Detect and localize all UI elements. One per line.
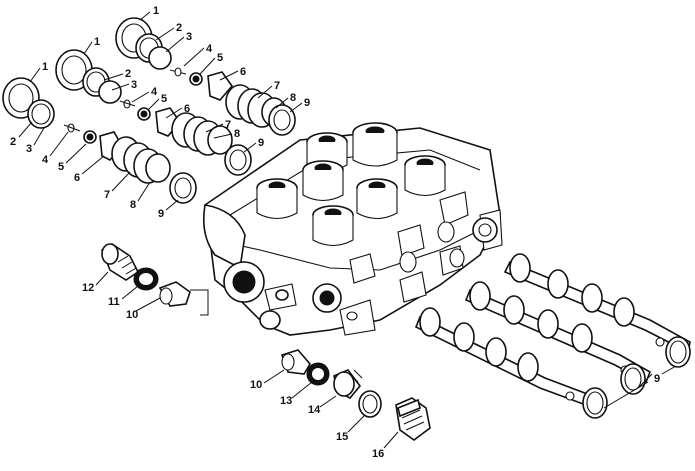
seal-ring-9-right-2	[620, 363, 646, 395]
port-boss-5	[256, 178, 298, 220]
callout-16: 16	[372, 448, 384, 460]
port-boss-4	[404, 155, 446, 197]
port-boss-2	[352, 122, 398, 167]
callout-4-c: 4	[42, 154, 49, 166]
callout-5-a: 5	[217, 52, 223, 64]
callout-10-b: 10	[250, 379, 262, 391]
callout-1-a: 1	[153, 5, 159, 17]
o-ring-13	[306, 362, 330, 386]
valve-body	[202, 122, 503, 336]
body-end-face	[202, 204, 358, 330]
callout-5-b: 5	[161, 93, 167, 105]
seal-ring-9-right-3	[582, 387, 608, 419]
port-boss-3	[302, 160, 344, 202]
plug-16	[395, 397, 431, 441]
callout-6-b: 6	[184, 103, 190, 115]
callout-3-c: 3	[26, 143, 32, 155]
poppet-10-left	[158, 281, 191, 307]
port-boss-8	[472, 217, 498, 243]
callout-7-b: 7	[225, 119, 231, 131]
relief-plug-12	[101, 243, 140, 281]
poppet-10-lower	[280, 349, 311, 375]
callout-3-a: 3	[186, 31, 192, 43]
spool-1	[503, 253, 691, 354]
callout-13: 13	[280, 395, 292, 407]
callout-7-a: 7	[274, 80, 280, 92]
callout-9-b: 9	[258, 137, 264, 149]
callout-9-a: 9	[304, 97, 310, 109]
callout-8-c: 8	[130, 199, 136, 211]
callout-6-c: 6	[74, 172, 80, 184]
callout-4-a: 4	[206, 43, 213, 55]
callout-14: 14	[308, 404, 321, 416]
callout-3-b: 3	[131, 79, 137, 91]
callout-15: 15	[336, 431, 348, 443]
callout-2-a: 2	[176, 22, 182, 34]
section-stack-c	[2, 77, 197, 204]
callout-9-c: 9	[158, 208, 164, 220]
seal-ring-9-right-1	[665, 336, 691, 368]
callout-labels: 1 1 1 2 2 2 3 3 3 4 4 4 5 5 5 6 6 6 7 7 …	[10, 5, 660, 460]
leader-lines	[18, 11, 677, 449]
spool-3	[414, 307, 592, 407]
port-boss-6	[356, 178, 398, 220]
spool-2	[464, 281, 652, 384]
callout-12: 12	[82, 282, 94, 294]
callout-4-b: 4	[151, 86, 158, 98]
callout-8-a: 8	[290, 92, 296, 104]
callout-11: 11	[108, 296, 120, 308]
callout-1-c: 1	[42, 61, 48, 73]
callout-5-c: 5	[58, 161, 64, 173]
callout-1-b: 1	[94, 36, 100, 48]
callout-2-b: 2	[125, 68, 131, 80]
section-stack-a	[115, 17, 296, 136]
callout-10-a: 10	[126, 309, 138, 321]
port-boss-7	[312, 205, 354, 247]
assembly-leader-1	[190, 289, 209, 316]
callout-8-b: 8	[234, 128, 240, 140]
callout-2-c: 2	[10, 136, 16, 148]
adapter-14	[333, 369, 363, 399]
callout-7-c: 7	[104, 189, 110, 201]
o-ring-11-left	[133, 267, 159, 291]
callout-9-d: 9	[654, 373, 660, 385]
seal-15	[358, 390, 382, 418]
callout-6-a: 6	[240, 66, 246, 78]
section-stack-b	[55, 49, 252, 176]
